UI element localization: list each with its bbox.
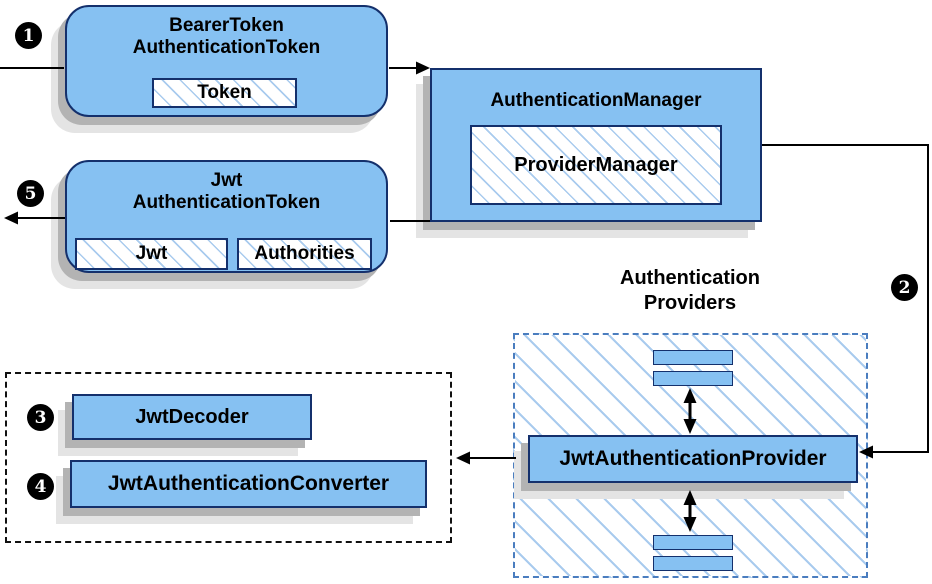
step-4-badge: 4 [27,473,54,500]
arrowhead-provider-to-resolvers [456,451,470,465]
provider-placeholder-rect-4 [653,556,733,571]
arrowhead-bearer-to-manager [416,61,430,75]
authentication-providers-label: Authentication Providers [620,267,760,314]
step-2-badge: 2 [891,274,918,301]
bearer-token-title: BearerToken AuthenticationToken [132,15,321,59]
node-jwt-authentication-provider: JwtAuthenticationProvider [528,435,858,483]
step-5-badge: 5 [17,180,44,207]
arrowhead-step5-outgoing [4,211,18,225]
provider-placeholder-rect-3 [653,535,733,550]
node-authentication-manager: AuthenticationManager ProviderManager [430,68,762,222]
node-jwt-authentication-token: Jwt AuthenticationToken Jwt Authorities [65,160,388,273]
node-jwt-authentication-converter: JwtAuthenticationConverter [70,460,427,508]
token-field: Token [152,78,297,108]
step-1-badge: 1 [15,22,42,49]
jwt-field: Jwt [75,238,228,270]
provider-manager-field: ProviderManager [470,125,722,205]
node-jwt-decoder: JwtDecoder [72,394,312,440]
step-3-badge: 3 [27,404,54,431]
authentication-manager-title: AuthenticationManager [490,90,702,111]
jwt-authentication-token-title: Jwt AuthenticationToken [132,170,321,214]
provider-placeholder-rect-1 [653,350,733,365]
node-bearer-token-authentication-token: BearerToken AuthenticationToken Token [65,5,388,117]
authentication-providers-group: JwtAuthenticationProvider [513,333,868,578]
authorities-field: Authorities [237,238,372,270]
provider-placeholder-rect-2 [653,371,733,386]
resolver-group: JwtDecoder JwtAuthenticationConverter [5,372,452,543]
